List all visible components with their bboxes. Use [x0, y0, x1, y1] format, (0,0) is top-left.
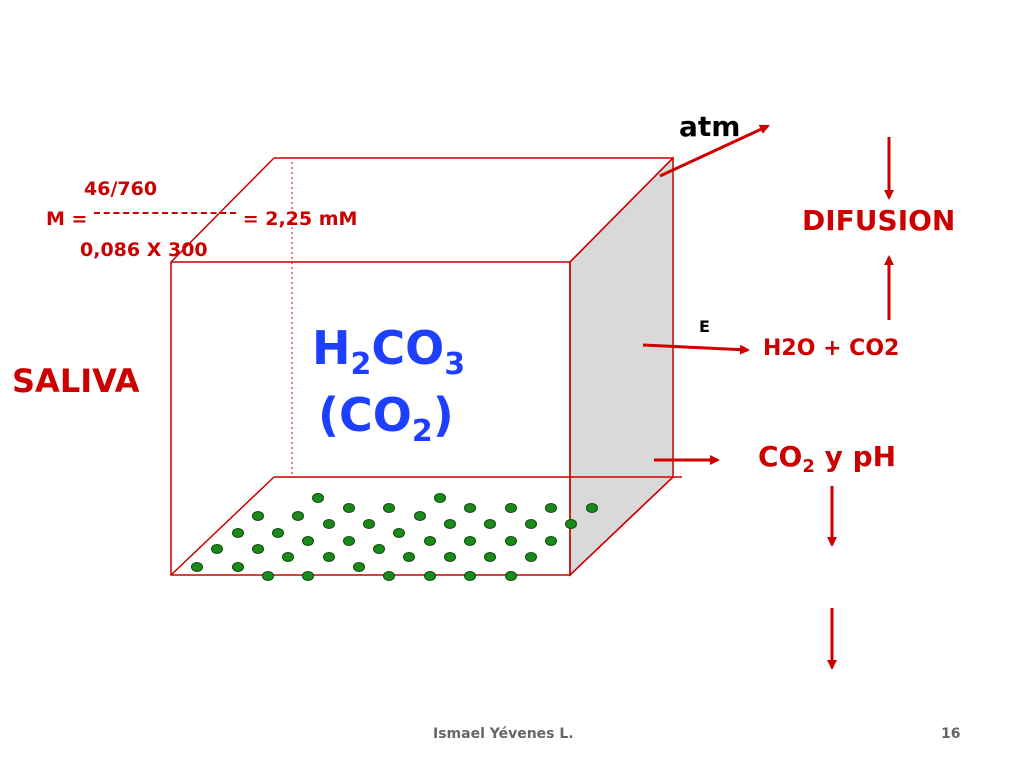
particle-dot: [424, 536, 436, 546]
co2-ph-label: CO2 y pH: [758, 440, 896, 477]
difusion-label: DIFUSION: [802, 204, 956, 237]
compound-sub: 2: [350, 347, 372, 382]
compound-co2-open: (CO: [318, 388, 412, 442]
particle-dot: [373, 544, 385, 554]
particle-dot: [525, 552, 537, 562]
compound-formula: H2CO3: [312, 325, 465, 380]
particle-dot: [484, 552, 496, 562]
co2-sub: 2: [802, 456, 815, 477]
particle-dot: [343, 503, 355, 513]
formula-fraction-bar: [94, 212, 237, 214]
particle-dot: [464, 571, 476, 581]
particle-dot: [444, 519, 456, 529]
atm-label: atm: [679, 110, 741, 143]
saliva-label: SALIVA: [12, 362, 140, 400]
particle-dot: [444, 552, 456, 562]
arrow-right-icon: [642, 343, 750, 355]
particle-dot: [586, 503, 598, 513]
co2-text: CO: [758, 440, 803, 473]
page-number: 16: [941, 726, 961, 742]
particle-dot: [302, 536, 314, 546]
compound-h: H: [312, 321, 351, 375]
particle-dot: [383, 571, 395, 581]
formula-line: M = = 2,25 mM: [46, 208, 357, 230]
particle-dot: [232, 562, 244, 572]
footer-author: Ismael Yévenes L.: [433, 726, 574, 742]
compound-sub: 2: [411, 414, 433, 449]
e-label: E: [699, 317, 710, 336]
compound-sub: 3: [444, 347, 466, 382]
particle-dot: [191, 562, 203, 572]
particle-dot: [545, 503, 557, 513]
compound-co2-close: ): [432, 388, 454, 442]
particle-dot: [383, 503, 395, 513]
particle-dot: [252, 544, 264, 554]
particle-dot: [252, 511, 264, 521]
arrow-right-icon: [659, 124, 770, 178]
particle-dot: [505, 571, 517, 581]
compound-co2: (CO2): [318, 392, 454, 447]
particle-dot: [484, 519, 496, 529]
particle-dot: [323, 552, 335, 562]
formula-right: = 2,25 mM: [242, 208, 358, 230]
particle-dot: [292, 511, 304, 521]
particle-dot: [565, 519, 577, 529]
particle-dot: [525, 519, 537, 529]
particle-dot: [302, 571, 314, 581]
particle-dot: [414, 511, 426, 521]
box-right-face: [569, 156, 674, 577]
formula-denominator: 0,086 X 300: [80, 239, 208, 261]
particle-dot: [464, 503, 476, 513]
particle-dot: [464, 536, 476, 546]
particle-dot: [211, 544, 223, 554]
particle-dot: [323, 519, 335, 529]
particle-dot: [393, 528, 405, 538]
reaction-label: H2O + CO2: [763, 336, 900, 361]
particle-dot: [505, 536, 517, 546]
particle-dot: [545, 536, 557, 546]
particle-dot: [282, 552, 294, 562]
container-box: [170, 157, 682, 576]
particle-dot: [353, 562, 365, 572]
particle-dot: [424, 571, 436, 581]
compound-co: CO: [371, 321, 445, 375]
ph-text: y pH: [814, 440, 897, 473]
particle-dot: [363, 519, 375, 529]
formula-left: M =: [46, 208, 88, 230]
particle-dot: [434, 493, 446, 503]
particle-dot: [272, 528, 284, 538]
particle-dot: [232, 528, 244, 538]
particle-dots: [191, 493, 598, 581]
formula-numerator: 46/760: [84, 178, 158, 200]
particle-dot: [403, 552, 415, 562]
particle-dot: [312, 493, 324, 503]
particle-dot: [505, 503, 517, 513]
particle-dot: [262, 571, 274, 581]
particle-dot: [343, 536, 355, 546]
